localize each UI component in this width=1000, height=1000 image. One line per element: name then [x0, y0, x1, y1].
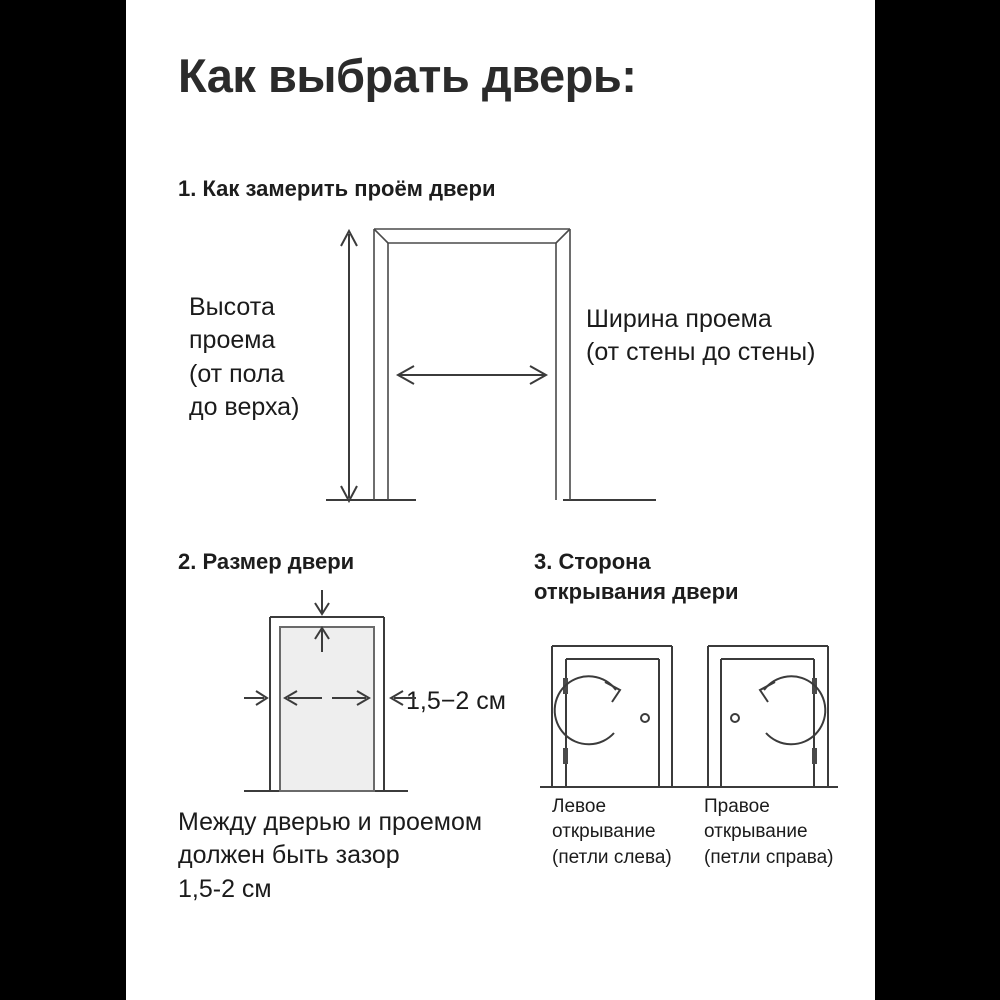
caption-left-hand-door: Левое открывание (петли слева) [552, 796, 672, 868]
width-measure-arrow [395, 365, 549, 385]
height-measure-arrow [340, 228, 358, 504]
height-arrow-head-up [340, 228, 358, 247]
doorway-frame [373, 228, 571, 500]
clearance-arrow-top-inside [314, 626, 330, 652]
caption-right-hand-door: Правое открывание (петли справа) [704, 796, 834, 868]
clearance-arrow-top-outside [314, 590, 330, 616]
page-title: Как выбрать дверь: [178, 49, 637, 102]
door-right-hand [707, 645, 829, 787]
section-heading-3: 3. Сторона открывания двери [534, 549, 739, 604]
top-arrow-head [314, 602, 330, 616]
label-opening-width: Ширина проема (от стены до стены) [586, 305, 816, 367]
mitre-top-right [555, 228, 571, 244]
label-gap-value: 1,5−2 см [406, 687, 506, 715]
caption-door-gap: Между дверью и проемом должен быть зазор… [178, 808, 483, 903]
swing-arrow-arc [553, 675, 617, 746]
swing-arrow-head [604, 681, 622, 703]
door-left-hand [551, 645, 673, 787]
swing-arrow-head [758, 681, 776, 703]
clearance-arrow-left-outside [244, 690, 269, 706]
height-arrow-head-down [340, 485, 358, 504]
section-heading-2: 2. Размер двери [178, 549, 355, 574]
section-heading-1: 1. Как замерить проём двери [178, 176, 496, 201]
letterbox-bar-right [875, 0, 1000, 1000]
inner-top-arrow-head [314, 626, 330, 640]
diagram-door-swing-side [540, 645, 838, 788]
right-outer-head [389, 690, 404, 706]
door-knob-icon [640, 713, 650, 723]
hinge-icon-bottom [563, 748, 568, 764]
clearance-arrow-right-inside [332, 690, 371, 706]
mitre-top-left [373, 228, 389, 244]
left-outer-head [255, 690, 269, 706]
hinge-icon-bottom [812, 748, 817, 764]
width-arrow-head-left [395, 365, 415, 385]
clearance-arrow-left-inside [283, 690, 322, 706]
diagram-doorway-measure [326, 228, 656, 504]
clearance-arrow-right-outside [389, 690, 416, 706]
infographic-poster: Как выбрать дверь: 1. Как замерить проём… [126, 0, 875, 1000]
width-arrow-head-right [529, 365, 549, 385]
diagram-door-clearance [244, 590, 416, 792]
door-knob-icon [730, 713, 740, 723]
right-inner-head [356, 690, 371, 706]
swing-arrow-arc [763, 675, 827, 746]
label-opening-height: Высота проема (от пола до верха) [189, 293, 300, 421]
left-inner-head [283, 690, 298, 706]
door-leaf [279, 626, 375, 792]
letterbox-bar-left [0, 0, 126, 1000]
